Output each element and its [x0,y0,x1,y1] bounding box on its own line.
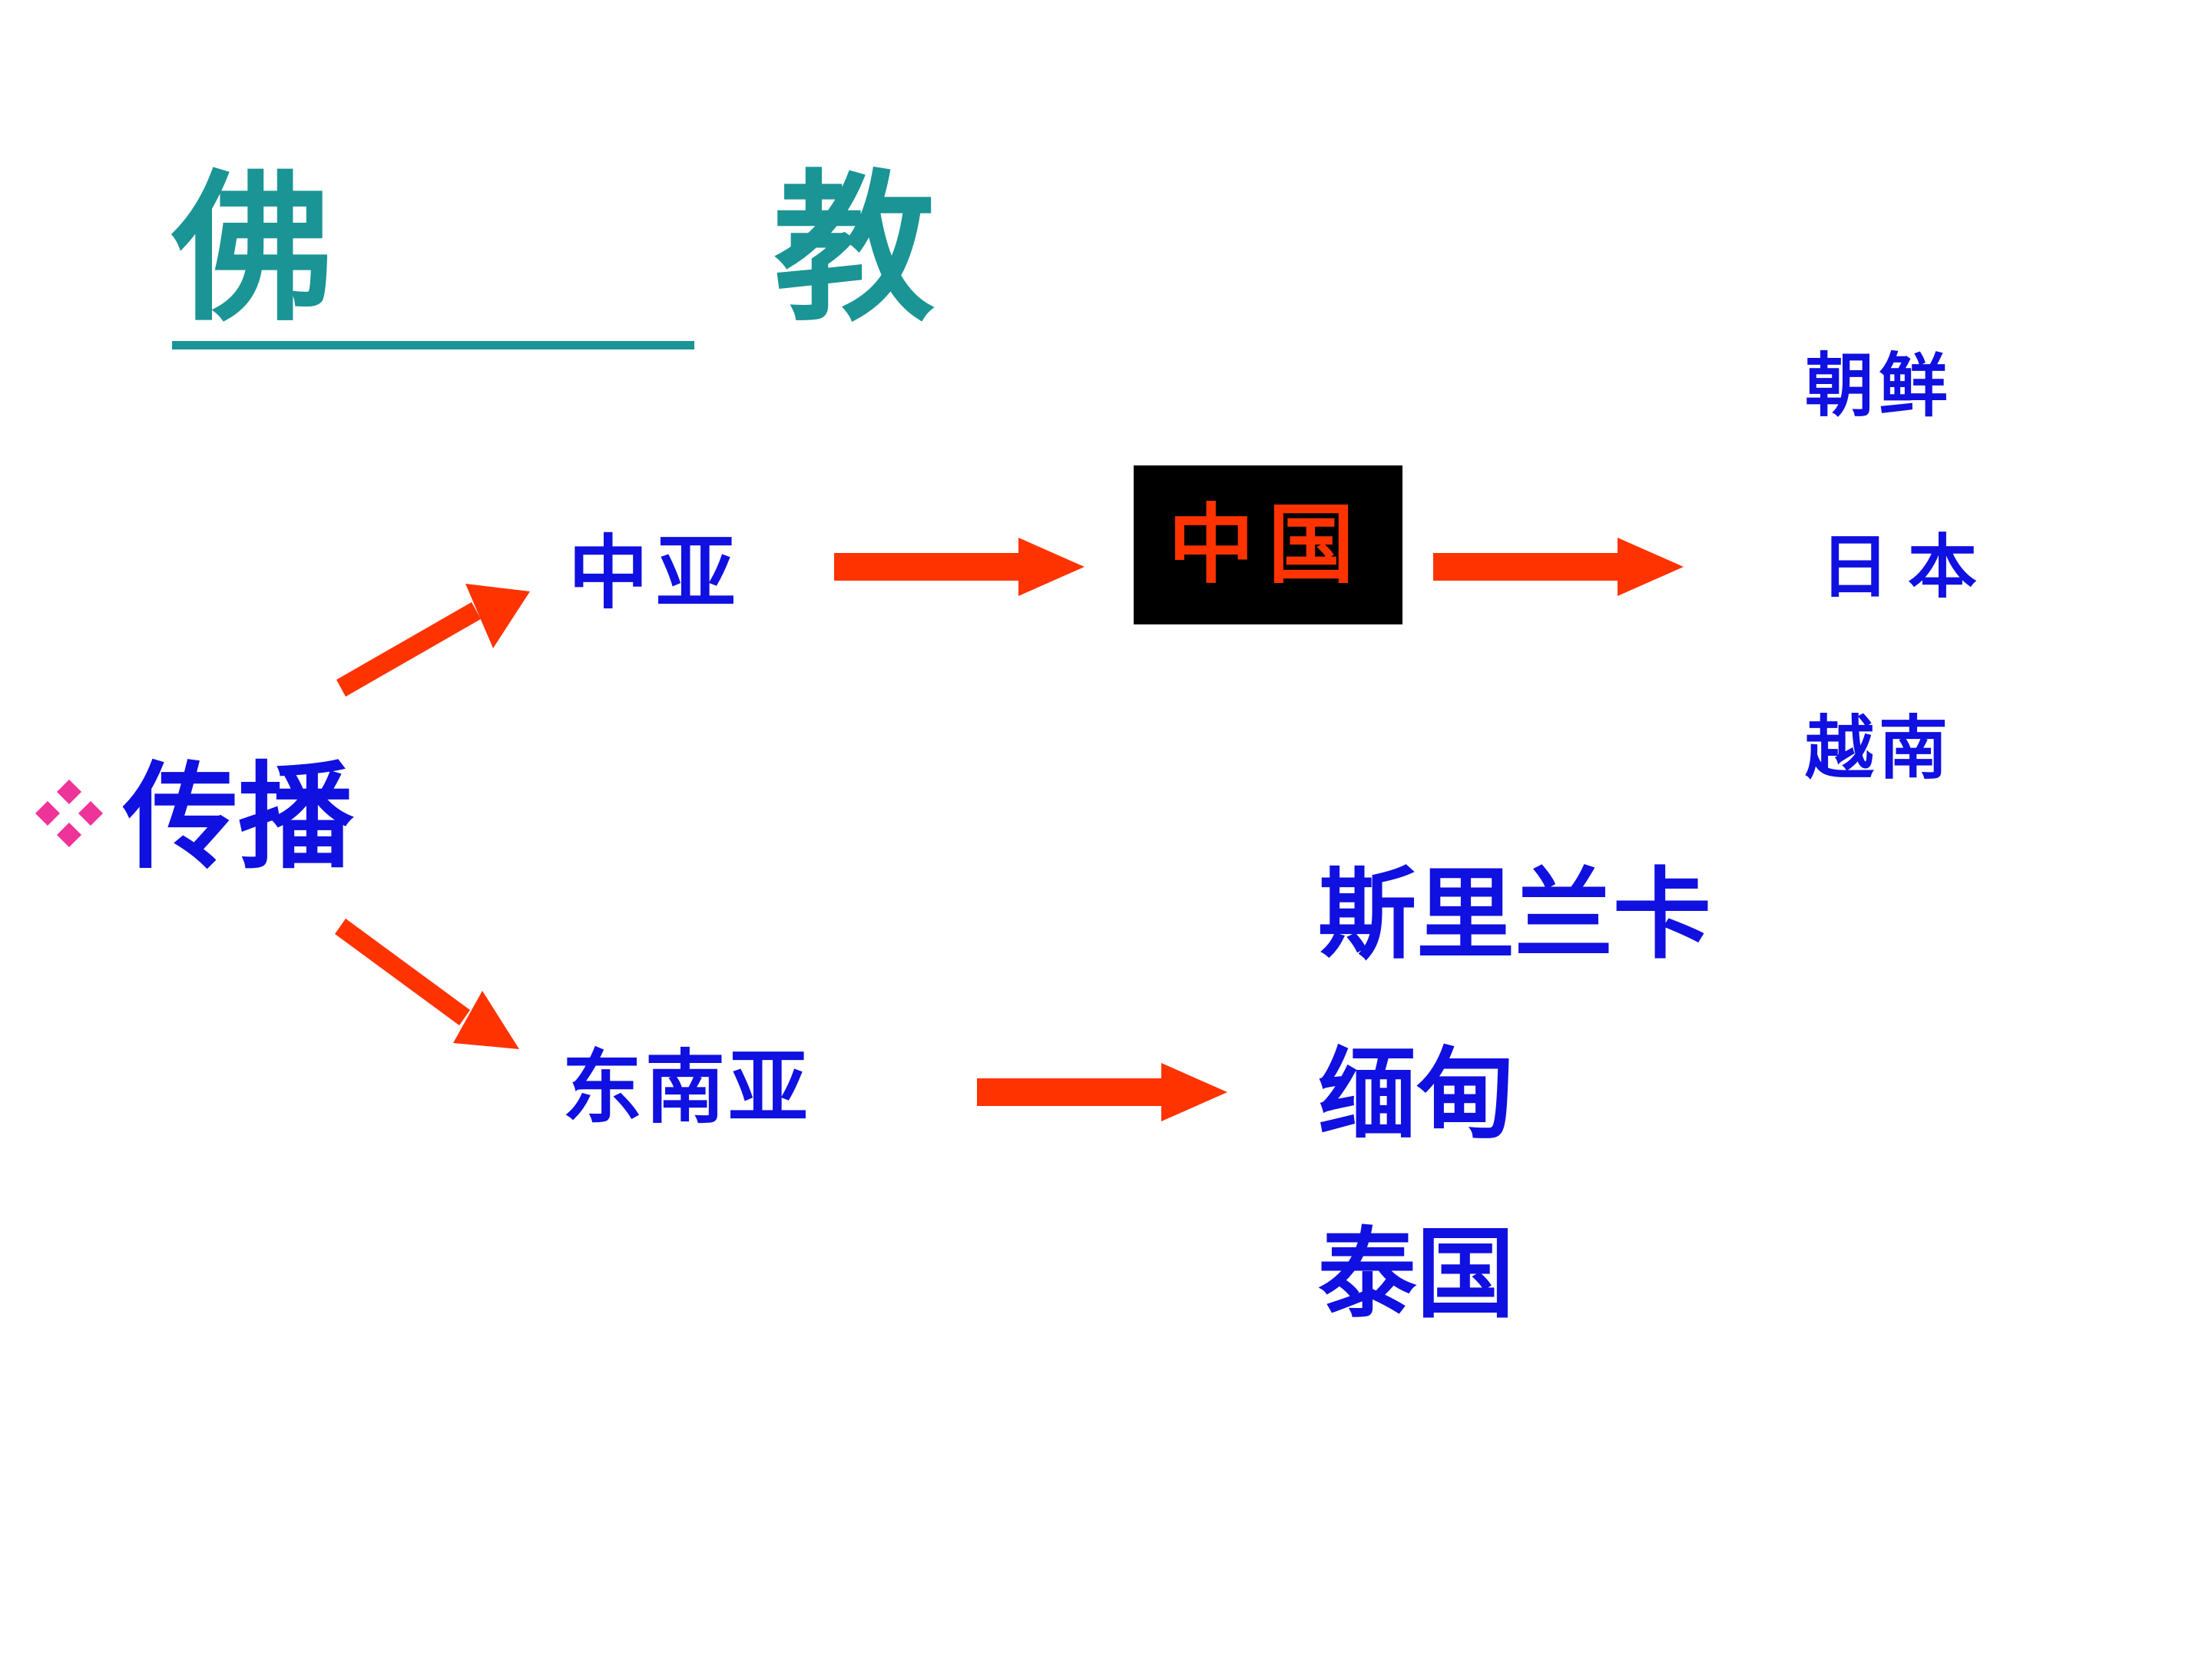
origin-label: 传播 [123,751,354,885]
node-central-asia: 中亚 [568,526,744,620]
destination-japan: 日本 [1820,527,1995,608]
four-diamond-bullet-icon [35,780,103,847]
destination-vietnam: 越南 [1805,708,1952,789]
destination-sri-lanka: 斯里兰卡 [1318,858,1712,972]
arrow-origin-to-southeast-asia [335,919,519,1049]
destination-thailand: 泰国 [1318,1217,1515,1332]
node-china-box: 中国 [1134,465,1402,624]
arrow-central-asia-to-china [834,538,1084,596]
node-china: 中国 [1168,495,1368,595]
destination-myanmar: 缅甸 [1318,1038,1515,1152]
arrow-china-to-destinations [1433,538,1684,596]
destination-korea: 朝鲜 [1805,346,1952,426]
arrow-origin-to-central-asia [336,584,530,697]
arrow-southeast-asia-to-destinations [977,1063,1227,1121]
node-southeast-asia: 东南亚 [562,1041,812,1134]
